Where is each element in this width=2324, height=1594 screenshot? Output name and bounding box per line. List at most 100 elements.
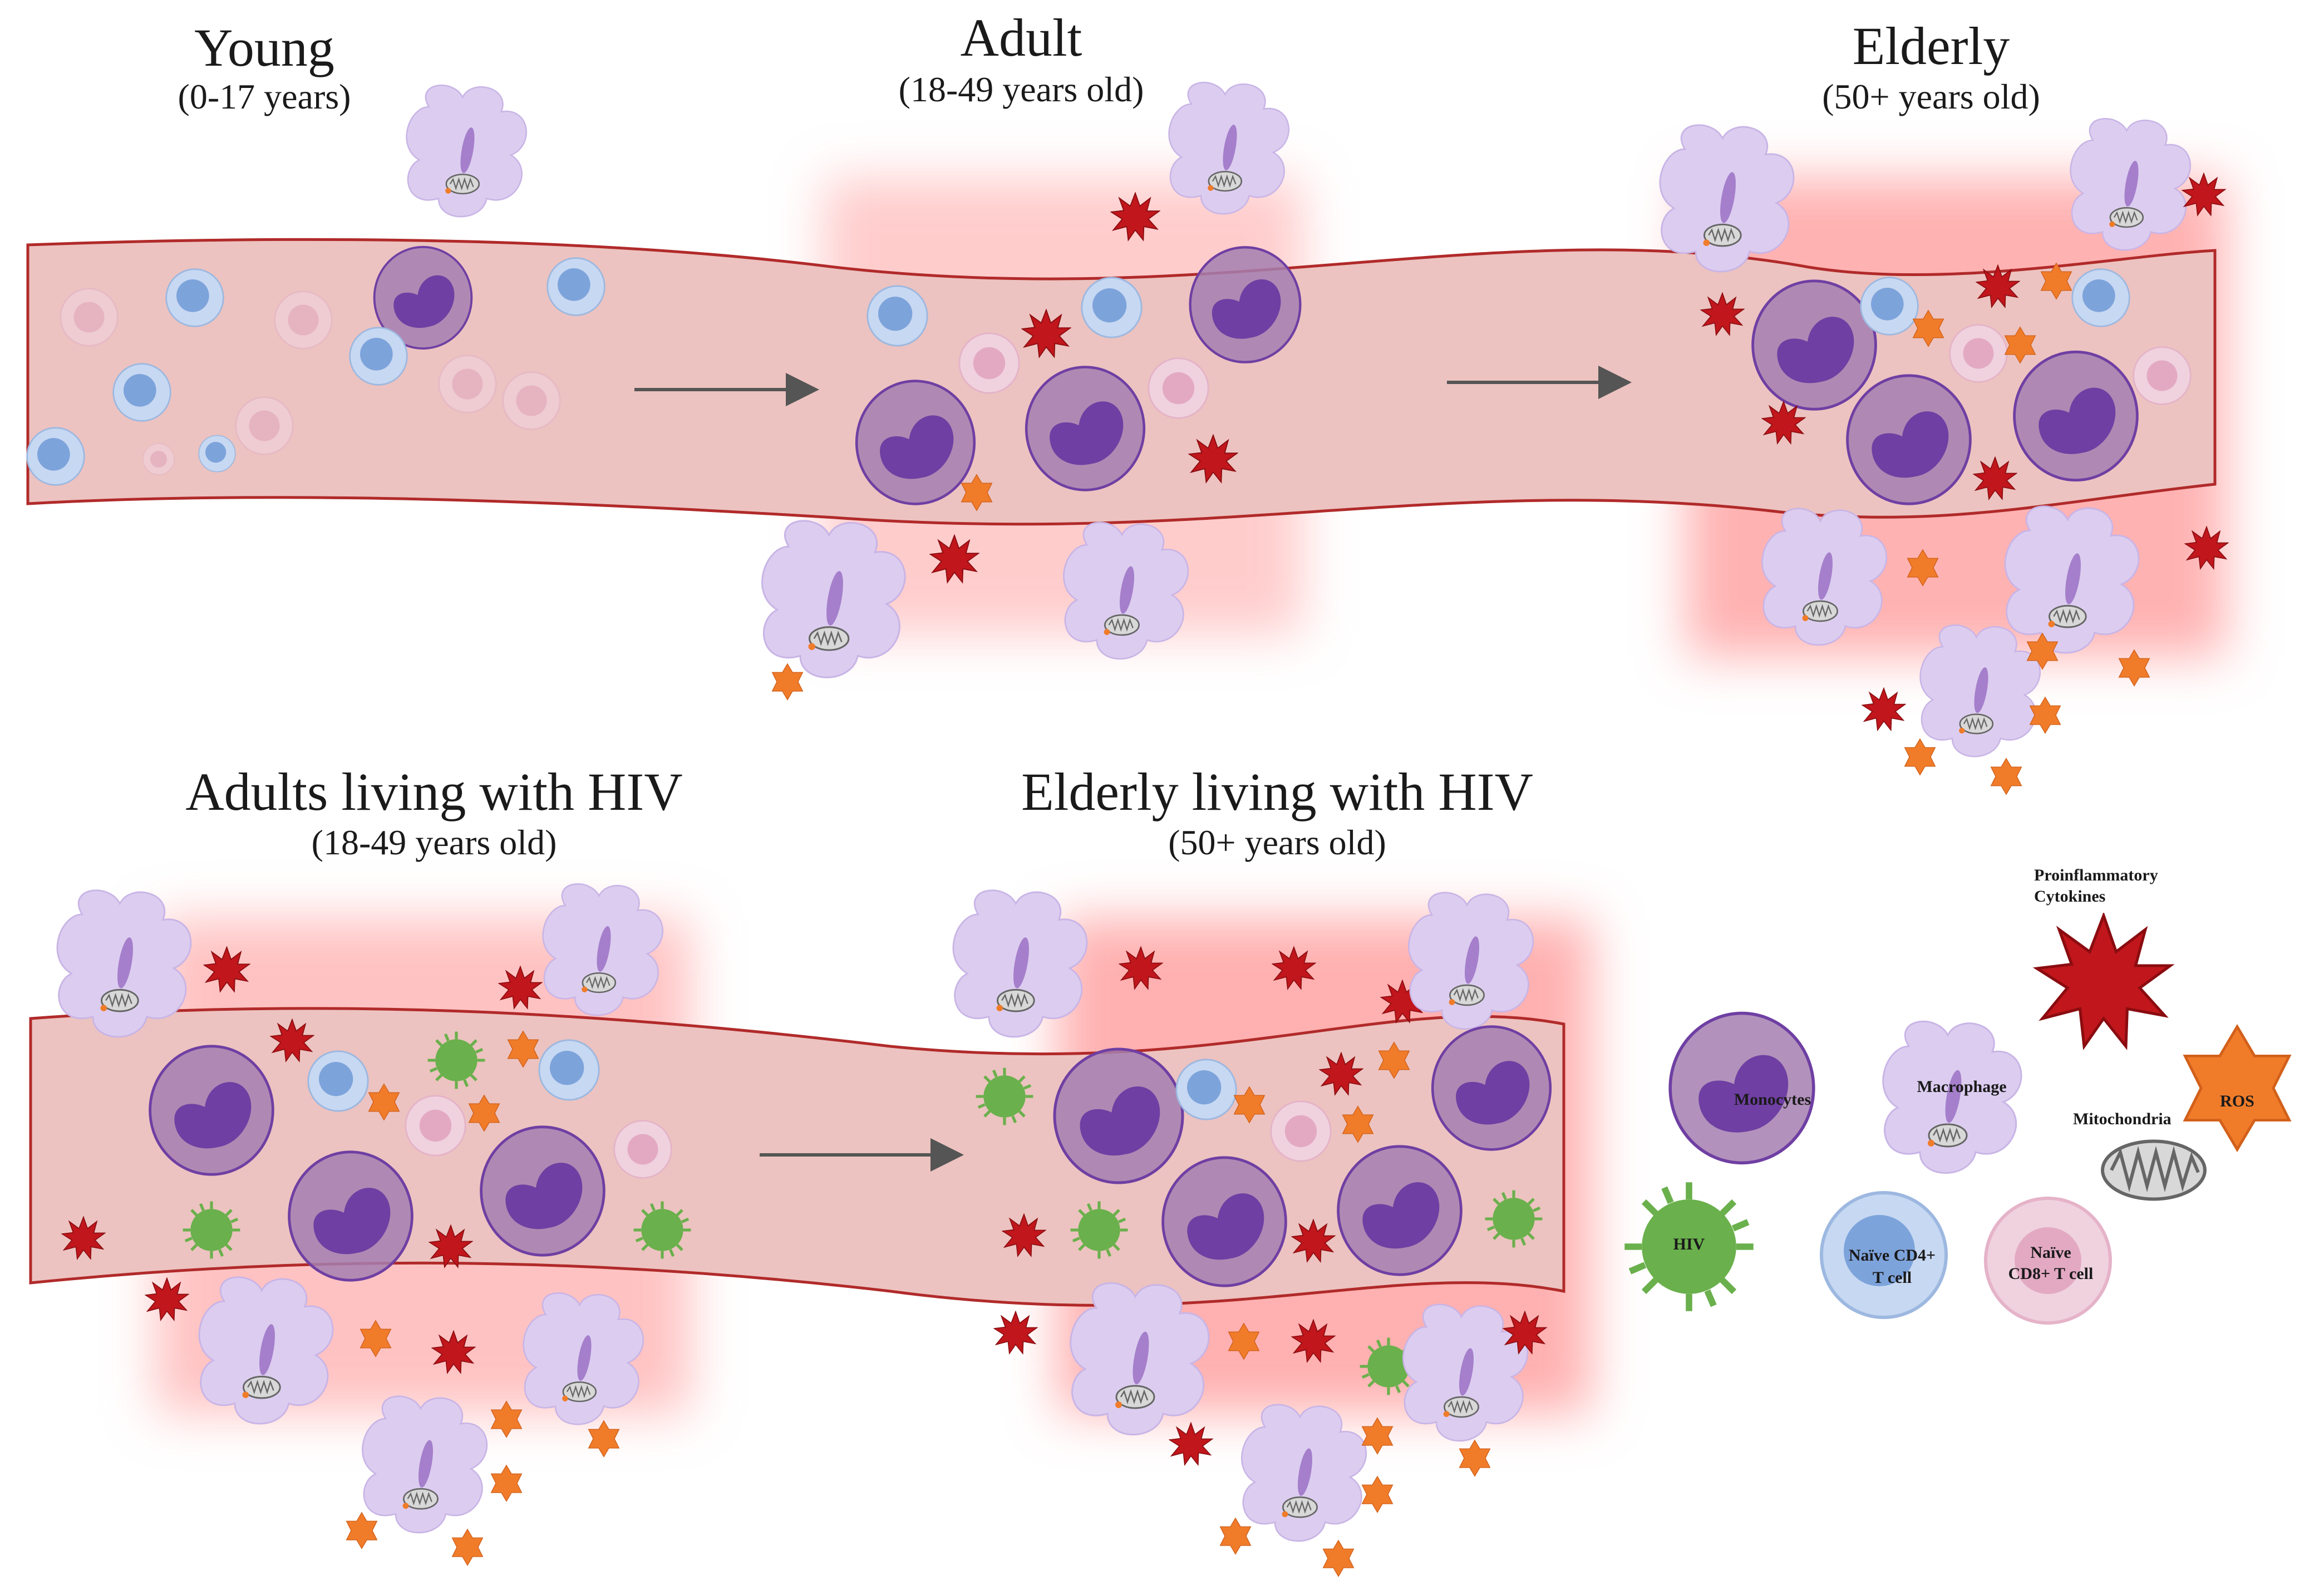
elderly-title: Elderly <box>1853 16 2010 76</box>
monocyte <box>2015 352 2138 480</box>
cd8-t-cell <box>1148 357 1209 419</box>
macrophage <box>542 883 664 1016</box>
legend-ros-label: ROS <box>2220 1092 2254 1110</box>
ros <box>1361 1418 1394 1454</box>
legend-ros-icon <box>2185 1027 2289 1150</box>
legend-cd4-label-2: T cell <box>1873 1268 1912 1287</box>
cd4-t-cell <box>307 1050 369 1112</box>
ros <box>346 1512 377 1549</box>
cd8-t-cell <box>405 1095 466 1157</box>
legend-macrophage-label: Macrophage <box>1917 1078 2006 1096</box>
legend-cd8-label-2: CD8+ T cell <box>2008 1265 2094 1283</box>
macrophage <box>2070 117 2192 251</box>
ros <box>1219 1518 1252 1554</box>
cd4-t-cell <box>546 257 605 316</box>
cd8-t-cell <box>613 1120 672 1179</box>
panel-titles: Young (0-17 years) Adult (18-49 years ol… <box>178 8 2040 862</box>
monocyte <box>481 1127 604 1255</box>
cd4-t-cell <box>538 1039 600 1101</box>
legend-hiv-label: HIV <box>1673 1235 1705 1253</box>
cd4-t-cell <box>1081 277 1143 338</box>
cytokine <box>1862 687 1906 731</box>
cd8-t-cell <box>142 443 175 475</box>
young-subtitle: (0-17 years) <box>178 77 351 116</box>
cd8-t-cell <box>2133 346 2192 405</box>
monocyte <box>1026 367 1144 490</box>
cd4-t-cell <box>866 285 928 347</box>
ros <box>588 1420 620 1457</box>
ros <box>1990 758 2022 795</box>
cd4-t-cell <box>1175 1059 1237 1120</box>
adult-title: Adult <box>961 8 1082 67</box>
legend-cytokines-label-2: Cytokines <box>2034 887 2105 906</box>
monocyte <box>1055 1049 1183 1183</box>
ros <box>771 663 804 700</box>
cd8-t-cell <box>60 288 119 347</box>
ros <box>1904 739 1936 775</box>
hiv <box>1485 1190 1543 1248</box>
cd8-t-cell <box>235 396 294 455</box>
cd4-t-cell <box>2071 268 2130 327</box>
monocyte <box>1190 247 1301 362</box>
monocyte <box>1163 1158 1286 1286</box>
macrophage <box>406 84 528 218</box>
cd8-t-cell <box>1949 324 2008 383</box>
ros <box>2029 697 2061 734</box>
macrophage <box>361 1395 488 1534</box>
macrophage <box>56 889 192 1038</box>
legend-mitochondria-icon <box>2103 1142 2205 1199</box>
ros <box>452 1529 483 1566</box>
hiv <box>1071 1202 1128 1259</box>
lower-blood-vessel <box>29 1007 1565 1307</box>
cytokine <box>993 1311 1038 1354</box>
macrophage <box>952 889 1088 1038</box>
cd8-t-cell <box>958 332 1020 394</box>
monocyte <box>856 381 974 504</box>
monocyte <box>1338 1147 1461 1275</box>
legend-monocytes-label: Monocytes <box>1734 1090 1811 1109</box>
monocyte <box>1848 376 1971 504</box>
cd8-t-cell <box>438 355 497 414</box>
elderly-subtitle: (50+ years old) <box>1822 77 2040 116</box>
hiv <box>976 1068 1033 1125</box>
legend-cytokine-icon <box>2037 916 2170 1046</box>
macrophage <box>1240 1404 1367 1542</box>
macrophage <box>1168 81 1290 215</box>
ros <box>1361 1476 1394 1513</box>
legend-cd4-label: Naïve CD4+ <box>1849 1246 1936 1265</box>
legend-macrophage-icon <box>1882 1020 2022 1174</box>
monocyte <box>150 1046 273 1174</box>
monocyte <box>1753 281 1876 409</box>
legend-cytokines-label: Proinflammatory <box>2034 866 2158 884</box>
ros <box>491 1465 522 1502</box>
elderly-hiv-subtitle: (50+ years old) <box>1168 823 1386 862</box>
legend-cd8-label: Naïve <box>2030 1243 2071 1262</box>
elderly-hiv-title: Elderly living with HIV <box>1021 762 1533 821</box>
adult-hiv-title: Adults living with HIV <box>185 762 682 821</box>
monocyte <box>1432 1027 1550 1150</box>
macrophage <box>1659 124 1795 273</box>
macrophage <box>1407 892 1534 1030</box>
cd8-t-cell <box>274 291 333 350</box>
legend: Proinflammatory Cytokines ROS Monocytes … <box>1624 866 2289 1323</box>
ros <box>1322 1540 1355 1577</box>
cd4-t-cell <box>1860 277 1919 336</box>
cd4-t-cell <box>349 327 408 386</box>
monocyte <box>289 1152 412 1280</box>
ros <box>1459 1440 1491 1477</box>
young-title: Young <box>194 18 334 77</box>
legend-mitochondria-label: Mitochondria <box>2073 1110 2172 1128</box>
cd4-t-cell <box>165 268 224 327</box>
adult-hiv-subtitle: (18-49 years old) <box>312 823 557 862</box>
cd8-t-cell <box>1270 1100 1332 1162</box>
cd4-t-cell <box>198 435 236 473</box>
hiv <box>428 1032 485 1089</box>
cd4-t-cell <box>26 427 85 486</box>
cytokine <box>1169 1422 1213 1465</box>
hiv <box>634 1202 691 1259</box>
adult-subtitle: (18-49 years old) <box>899 70 1144 109</box>
cd8-t-cell <box>502 371 561 430</box>
legend-monocyte-icon <box>1670 1014 1814 1163</box>
cd4-t-cell <box>112 363 171 422</box>
